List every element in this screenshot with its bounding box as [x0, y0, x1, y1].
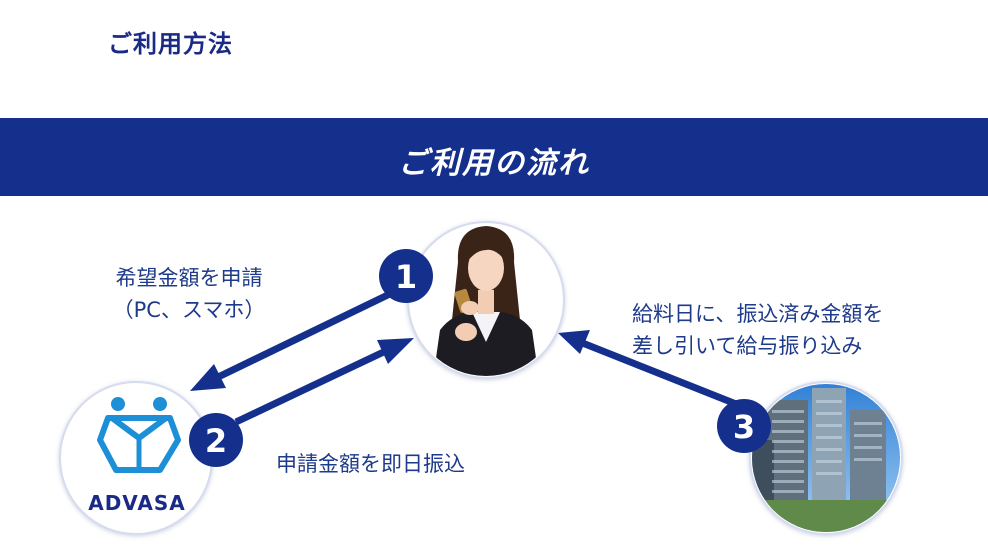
arrow-advasa-to-user	[234, 338, 414, 426]
step-1-badge: 1	[379, 249, 433, 303]
logo-text: ADVASA	[88, 491, 186, 515]
arrow-user-to-advasa	[190, 286, 400, 391]
step-3-line-2: 差し引いて給与振り込み	[632, 334, 863, 358]
step-3-caption: 給料日に、振込済み金額を 差し引いて給与振り込み	[632, 298, 883, 362]
step-2-badge: 2	[189, 413, 243, 467]
step-3-line-1: 給料日に、振込済み金額を	[632, 302, 884, 326]
page-title: ご利用方法	[108, 30, 233, 58]
arrow-company-to-user	[558, 330, 738, 408]
user-photo-icon	[407, 221, 565, 379]
advasa-logo: ADVASA	[59, 381, 213, 535]
banner-title: ご利用の流れ	[398, 146, 590, 181]
step-2-line-1: 申請金額を即日振込	[276, 452, 465, 476]
office-building-icon	[749, 381, 903, 535]
step-1-caption: 希望金額を申請 （PC、スマホ）	[84, 262, 294, 326]
step-2-number: 2	[205, 422, 227, 460]
step-2-caption: 申請金額を即日振込	[276, 448, 465, 480]
step-1-line-1: 希望金額を申請	[115, 266, 263, 290]
step-3-badge: 3	[717, 399, 771, 453]
step-1-number: 1	[395, 258, 417, 296]
flow-banner: ご利用の流れ	[0, 118, 988, 196]
step-3-number: 3	[733, 408, 755, 446]
step-1-line-2: （PC、スマホ）	[112, 298, 266, 322]
